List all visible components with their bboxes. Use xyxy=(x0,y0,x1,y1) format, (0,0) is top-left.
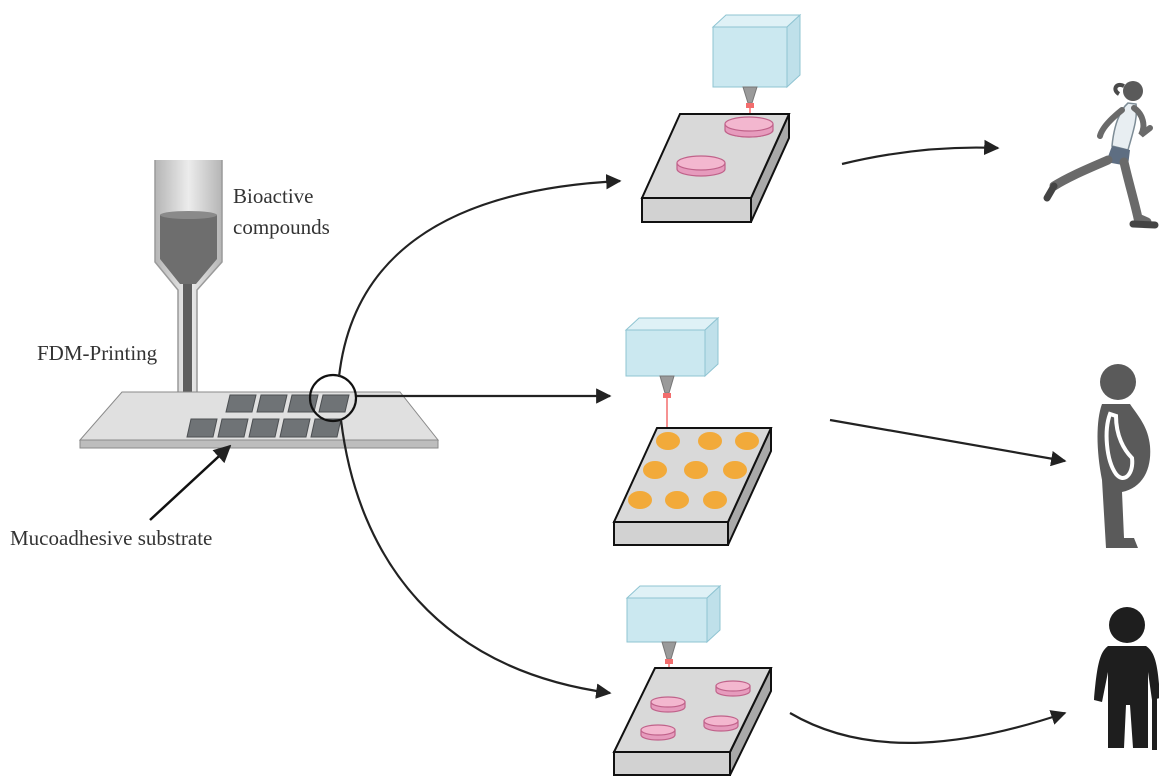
printed-film-tiles xyxy=(186,394,350,438)
bottom-plate-films xyxy=(640,680,751,741)
middle-plate-dots xyxy=(628,432,759,509)
substrate-pointer-arrow xyxy=(149,444,232,521)
runner-icon xyxy=(1043,81,1159,229)
fdm-printing-label: FDM-Printing xyxy=(37,341,158,365)
mucoadhesive-substrate xyxy=(78,391,440,449)
fdm-printer xyxy=(154,160,223,425)
mucoadhesive-substrate-label: Mucoadhesive substrate xyxy=(10,526,213,550)
top-plate-films xyxy=(676,116,774,177)
middle-printer-head xyxy=(624,316,720,430)
arrow-to-elderly-person xyxy=(789,710,1067,744)
pregnant-person-icon xyxy=(1097,364,1151,548)
elderly-person-icon xyxy=(1094,607,1159,750)
bioactive-label-line2: compounds xyxy=(233,215,330,239)
magnify-circle xyxy=(308,373,358,423)
arrow-to-pregnant-person xyxy=(829,418,1067,467)
bioactive-label-line1: Bioactive xyxy=(233,184,314,208)
top-printer-head xyxy=(711,13,802,120)
arrow-to-bottom-plate xyxy=(339,419,612,699)
arrow-to-top-plate xyxy=(337,174,622,378)
bottom-printer-head xyxy=(625,584,722,702)
arrow-to-runner xyxy=(841,139,1000,166)
